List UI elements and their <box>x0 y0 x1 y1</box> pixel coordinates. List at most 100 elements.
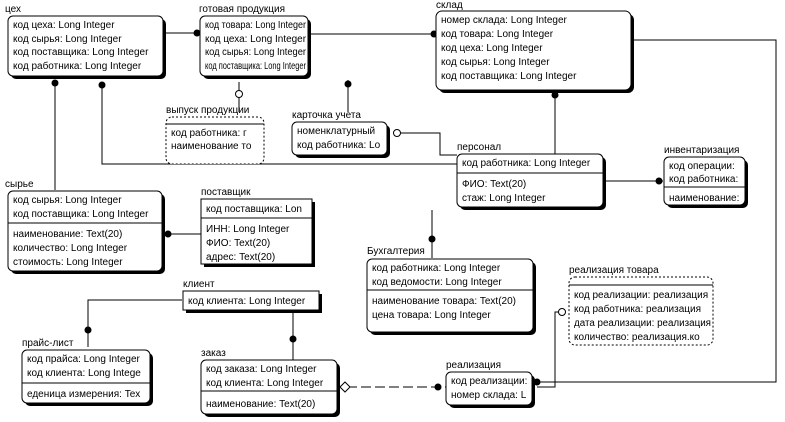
entity-title: карточка учета <box>292 110 361 121</box>
rel-klient-prais <box>87 299 182 347</box>
key-attr: код реализации: <box>451 376 527 387</box>
key-attr: код реализации: реализация <box>574 290 708 301</box>
rel-kartochka-personal-end <box>393 129 401 137</box>
entity-personal: персонал код работника: Long Integer ФИО… <box>456 142 606 210</box>
rel-sklad-realizatsiya-end <box>533 378 541 386</box>
rel-syrye-postavshik-end <box>164 230 172 238</box>
entity-title: Бухгалтерия <box>367 246 425 257</box>
rel-gotovaya-kartochka-end <box>344 80 352 88</box>
rel-zakaz-realizatsiya-end <box>434 383 442 391</box>
entity-buh: Бухгалтерия код работника: Long Integer … <box>366 246 536 335</box>
entity-title: цех <box>5 4 21 15</box>
entity-title: поставщик <box>201 187 251 198</box>
rel-realtov-realizatsiya-end <box>558 308 566 316</box>
key-attr: количество: реализация.ко <box>574 332 700 343</box>
key-attr: код товара: Long Integer <box>441 29 554 40</box>
rel-klient-prais-end <box>84 326 92 334</box>
key-attr: код сырья: Long Integer <box>13 34 122 45</box>
key-attr: код работника: <box>669 173 738 185</box>
entity-kartochka: карточка учета номенклатурный код работн… <box>291 110 390 158</box>
key-attr: код цеха: Long Integer <box>13 20 115 31</box>
rel-sklad-realizatsiya <box>537 39 777 383</box>
key-attr: код работника: г <box>171 127 247 139</box>
key-attr: код поставщика: Long Integer <box>205 61 306 72</box>
entity-klient: клиент код клиента: Long Integer <box>182 279 322 313</box>
entity-realizatsiya: реализация код реализации: номер склада:… <box>445 360 535 408</box>
entity-vypusk: выпуск продукции код работника: г наимен… <box>165 105 265 165</box>
key-attr: код работника: Long Integer <box>13 60 142 72</box>
entity-realtov: реализация товара код реализации: реализ… <box>568 265 714 346</box>
key-attr: код заказа: Long Integer <box>206 364 317 375</box>
non-key-attr: наименование: Text(20) <box>206 399 315 410</box>
entity-title: реализация <box>446 360 501 371</box>
key-attr: код поставщика: Long Integer <box>441 71 577 82</box>
rel-sklad-personal-end <box>551 91 559 99</box>
non-key-attr: адрес: Text(20) <box>206 252 275 263</box>
non-key-attr: ИНН: Long Integer <box>206 224 290 235</box>
rel-klient-zakaz-end <box>289 335 297 343</box>
key-attr: код операции: <box>669 161 735 172</box>
key-attr: код товара: Long Integer <box>205 20 307 31</box>
entity-sklad: склад номер склада: Long Integer код тов… <box>435 0 634 93</box>
rel-personal-inventar-end <box>655 177 663 185</box>
entity-title: сырье <box>5 179 34 190</box>
non-key-attr: ФИО: Text(20) <box>206 238 270 249</box>
rel-kartochka-personal <box>393 132 457 156</box>
entity-title: клиент <box>183 279 215 290</box>
non-key-attr: количество: Long Integer <box>13 243 128 254</box>
rel-gotovaya-vypusk-end <box>235 90 243 98</box>
key-attr: код сырья: Long Integer <box>13 195 122 206</box>
key-attr: код работника: Long Integer <box>462 157 591 169</box>
non-key-attr: наименование товара: Text(20) <box>372 296 516 307</box>
key-attr: код поставщика: Lon <box>206 204 302 215</box>
entity-gotovaya: готовая продукция код товара: Long Integ… <box>199 4 311 79</box>
entity-tsekh: цех код цеха: Long Integer код сырья: Lo… <box>5 4 166 79</box>
key-attr: код поставщика: Long Integer <box>13 209 149 220</box>
key-attr: код цеха: Long Integer <box>205 34 307 45</box>
key-attr: код работника: Long Integer <box>372 262 501 274</box>
key-attr: номер склада: Long Integer <box>441 15 568 26</box>
rel-tsekh-syrye-end <box>51 79 59 87</box>
entity-title: склад <box>436 0 463 11</box>
non-key-attr: наименование: Text(20) <box>13 229 122 240</box>
non-key-attr: стаж: Long Integer <box>462 193 546 204</box>
rel-personal-buh-end <box>428 235 436 243</box>
entity-title: реализация товара <box>569 265 659 276</box>
entity-syrye: сырье код сырья: Long Integer код постав… <box>5 179 165 274</box>
key-attr: код поставщика: Long Integer <box>13 47 149 58</box>
entity-zakaz: заказ код заказа: Long Integer код клиен… <box>200 348 340 417</box>
entity-title: готовая продукция <box>199 4 285 15</box>
key-attr: номер склада: L <box>451 390 527 401</box>
entity-inventar: инвентаризация код операции: код работни… <box>663 145 748 208</box>
rel-tsekh-personal-end <box>98 81 106 89</box>
key-attr: код сырья: Long Integer <box>205 47 307 58</box>
rel-tsekh-gotovaya-end <box>193 29 201 37</box>
key-attr: код прайса: Long Integer <box>27 354 141 365</box>
key-attr: дата реализации: реализация <box>574 318 711 329</box>
non-key-attr: ФИО: Text(20) <box>462 179 526 190</box>
non-key-attr: цена товара: Long Integer <box>372 310 491 321</box>
rel-realtov-realizatsiya <box>537 311 566 388</box>
entity-title: прайс-лист <box>22 338 74 349</box>
key-attr: код клиента: Long Intege <box>27 368 141 379</box>
entity-postavshik: поставщик код поставщика: Lon ИНН: Long … <box>200 187 315 267</box>
rel-tsekh-personal <box>101 85 457 165</box>
key-attr: код работника: реализация <box>574 303 701 315</box>
key-attr: код клиента: Long Integer <box>206 378 324 389</box>
non-key-attr: наименование: <box>669 193 739 204</box>
entity-title: инвентаризация <box>664 145 739 156</box>
key-attr: номенклатурный <box>297 126 375 137</box>
entity-title: персонал <box>457 142 501 153</box>
rel-zakaz-realizatsiya-diamond <box>339 381 351 393</box>
key-attr: код работника: Lo <box>297 139 381 151</box>
key-attr: код цеха: Long Integer <box>441 43 543 54</box>
entity-prais: прайс-лист код прайса: Long Integer код … <box>21 338 153 406</box>
key-attr: код ведомости: Long Integer <box>372 277 502 288</box>
non-key-attr: стоимость: Long Integer <box>13 257 123 268</box>
key-attr: код клиента: Long Integer <box>188 296 306 307</box>
relationship-lines <box>51 29 777 393</box>
key-attr: код сырья: Long Integer <box>441 57 550 68</box>
entity-title: заказ <box>201 348 226 359</box>
entity-title: выпуск продукции <box>166 105 249 116</box>
